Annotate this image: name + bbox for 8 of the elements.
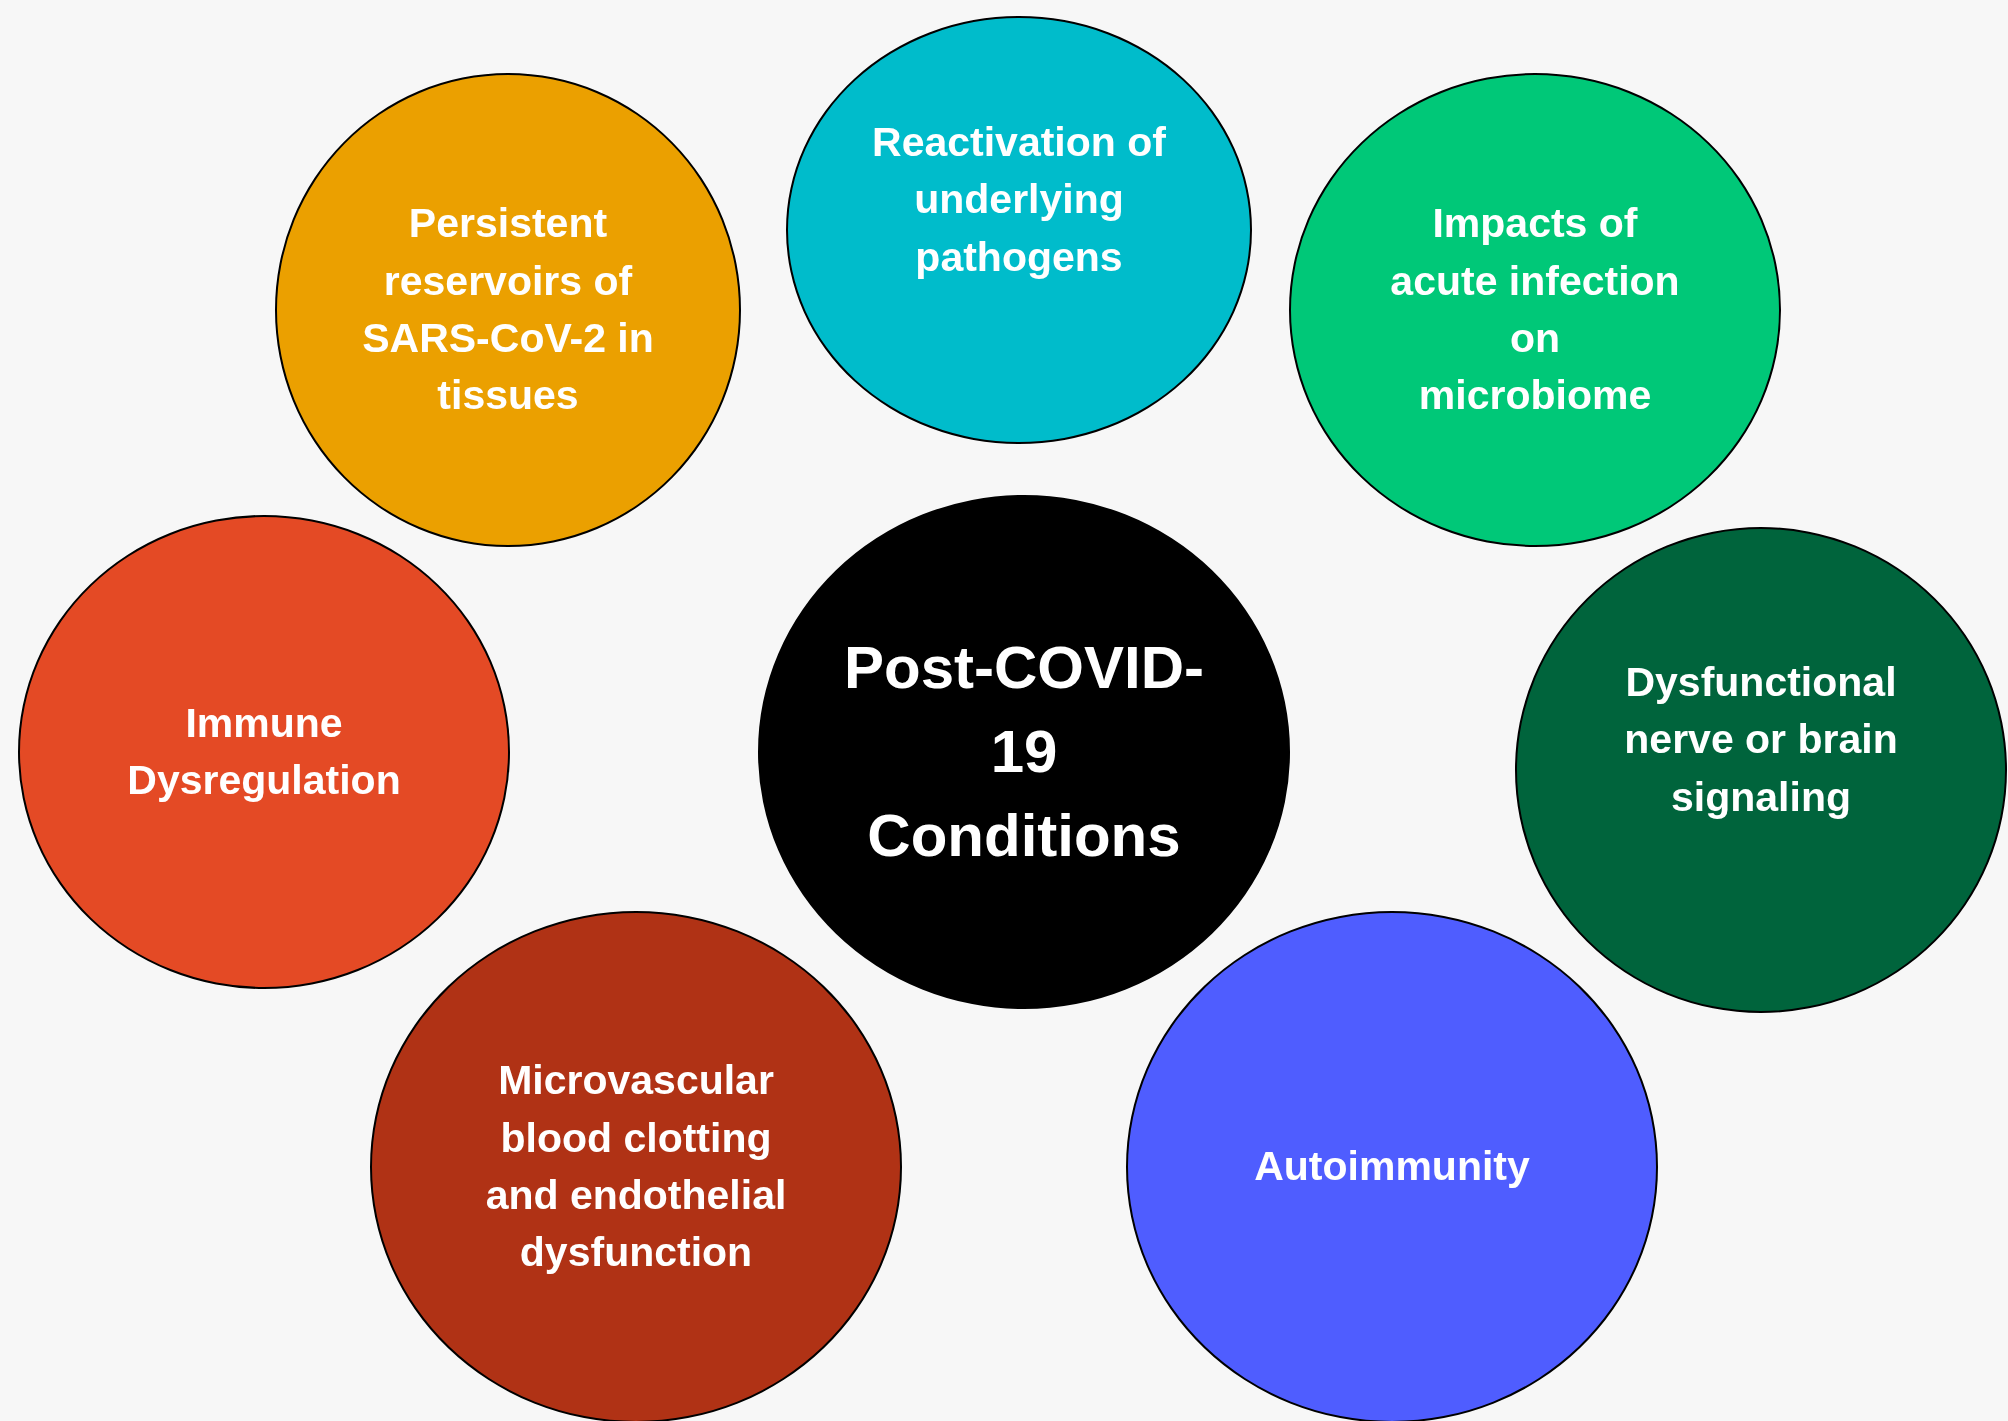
node-label: Dysfunctional nerve or brain signaling bbox=[1623, 657, 1899, 822]
node-label: Reactivation of underlying pathogens bbox=[871, 117, 1167, 282]
node-label: Autoimmunity bbox=[1253, 1142, 1531, 1192]
node-label: Persistent reservoirs of SARS-CoV-2 in tissues bbox=[361, 199, 655, 421]
node-label: Microvascular blood clotting and endothelial dysfunction bbox=[484, 1056, 788, 1278]
node-label: Immune Dysregulation bbox=[126, 698, 402, 805]
node-label: Post-COVID-19 Conditions bbox=[844, 633, 1204, 871]
node-label: Impacts of acute infection on microbiome bbox=[1390, 199, 1680, 421]
